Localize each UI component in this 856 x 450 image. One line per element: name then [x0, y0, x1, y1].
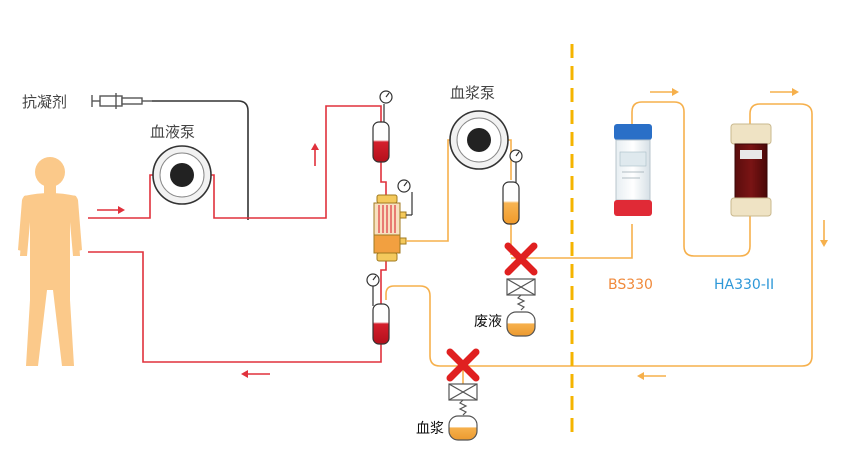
blood-pump — [152, 145, 212, 205]
blood-circuit — [88, 105, 387, 363]
collection-bag-icon — [448, 415, 478, 441]
drip-chamber-icon — [372, 90, 393, 163]
plasma-pump — [449, 110, 509, 170]
ha330-label: HA330-II — [714, 277, 774, 293]
plasma-separator-icon — [373, 179, 413, 262]
plasma-circuit — [385, 101, 813, 384]
filter-cartridge-icon — [614, 124, 652, 216]
anticoagulant-label: 抗凝剂 — [22, 93, 67, 111]
anticoagulant-line — [152, 100, 249, 220]
clamp-valve-icon — [448, 383, 478, 416]
waste-fluid-label: 废液 — [474, 314, 502, 330]
syringe-icon — [91, 93, 152, 109]
filter-cartridge-icon — [730, 123, 772, 217]
collection-bag-icon — [506, 311, 536, 337]
blocked-x-icon — [446, 348, 480, 382]
flow-arrow-icon — [637, 88, 828, 380]
human-body-icon — [18, 157, 82, 366]
drip-chamber-icon — [502, 149, 523, 225]
drip-chamber-icon — [366, 273, 390, 345]
blocked-x-icon — [504, 242, 538, 276]
blood-pump-label: 血液泵 — [150, 123, 195, 141]
plasma-pump-label: 血浆泵 — [450, 84, 495, 102]
bs330-label: BS330 — [608, 277, 653, 293]
flow-arrow-icon — [97, 143, 319, 378]
clamp-valve-icon — [506, 278, 536, 311]
plasma-label: 血浆 — [416, 421, 444, 437]
